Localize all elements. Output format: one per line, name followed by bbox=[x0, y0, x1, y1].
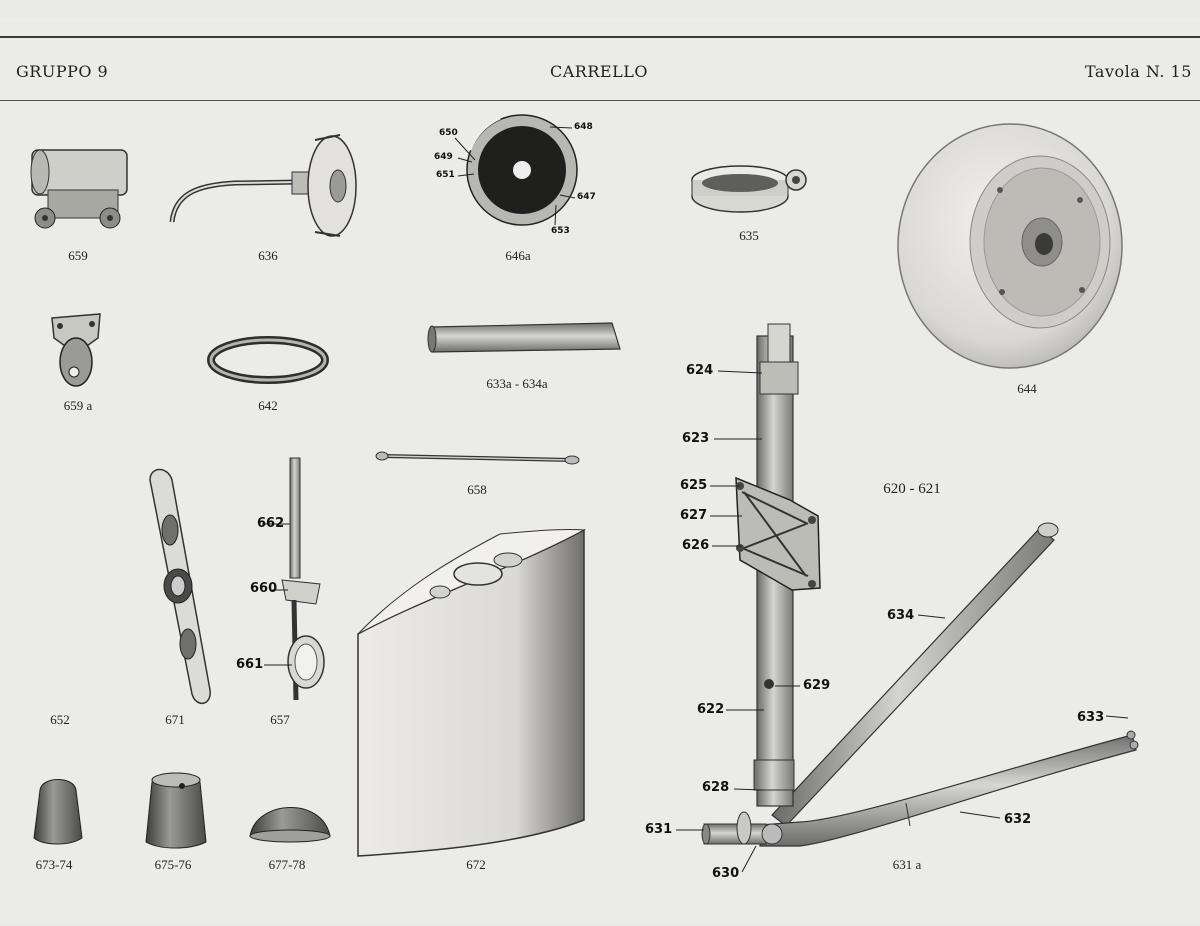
part-646a-brake-drum bbox=[454, 114, 578, 226]
caption-672: 672 bbox=[466, 857, 486, 872]
caption-652: 652 bbox=[50, 712, 70, 727]
caption-659a: 659 a bbox=[63, 398, 93, 413]
caption-675-76: 675-76 bbox=[154, 857, 192, 872]
callout-653: 653 bbox=[551, 226, 570, 236]
part-658-tie-rod bbox=[375, 451, 580, 465]
part-644-wheel bbox=[897, 123, 1123, 369]
part-633a-634a-sleeve bbox=[427, 322, 621, 353]
callout-661: 661 bbox=[236, 657, 264, 672]
part-672-tank bbox=[357, 528, 586, 857]
group-label: GRUPPO 9 bbox=[16, 62, 109, 81]
part-642-ring bbox=[207, 336, 329, 384]
callout-651: 651 bbox=[436, 170, 455, 180]
plate-number: Tavola N. 15 bbox=[1085, 62, 1192, 81]
callout-623: 623 bbox=[682, 431, 710, 446]
callout-660: 660 bbox=[250, 581, 278, 596]
callout-648: 648 bbox=[574, 122, 593, 132]
caption-677-78: 677-78 bbox=[268, 857, 306, 872]
callout-626: 626 bbox=[682, 538, 710, 553]
callout-627: 627 bbox=[680, 508, 708, 523]
part-635-clamp-ring bbox=[691, 165, 807, 213]
caption-658: 658 bbox=[467, 482, 487, 497]
caption-636: 636 bbox=[258, 248, 278, 263]
caption-671: 671 bbox=[165, 712, 185, 727]
plate-title: CARRELLO bbox=[550, 62, 648, 81]
callout-631: 631 bbox=[645, 822, 673, 837]
top-rule bbox=[0, 36, 1200, 38]
callout-634: 634 bbox=[887, 608, 915, 623]
callout-650: 650 bbox=[439, 128, 458, 138]
part-671-plate bbox=[149, 468, 211, 704]
caption-633a-634a: 633a - 634a bbox=[486, 376, 548, 391]
part-657-assembly bbox=[262, 457, 325, 701]
part-673-74-cap bbox=[33, 779, 83, 845]
callout-630: 630 bbox=[712, 866, 740, 881]
part-677-78-cap bbox=[249, 807, 331, 843]
caption-620-621: 620 - 621 bbox=[883, 481, 941, 497]
caption-646a: 646a bbox=[505, 248, 531, 263]
caption-642: 642 bbox=[258, 398, 278, 413]
caption-657: 657 bbox=[270, 712, 290, 727]
part-636-bracket bbox=[169, 134, 357, 237]
caption-659: 659 bbox=[68, 248, 88, 263]
part-659-pulley-block bbox=[30, 149, 128, 229]
callout-628: 628 bbox=[702, 780, 730, 795]
caption-673-74: 673-74 bbox=[35, 857, 73, 872]
callout-624: 624 bbox=[686, 363, 714, 378]
callout-647: 647 bbox=[577, 192, 596, 202]
part-659a-pulley bbox=[51, 313, 101, 387]
callout-662: 662 bbox=[257, 516, 285, 531]
caption-635: 635 bbox=[739, 228, 759, 243]
caption-631a: 631 a bbox=[892, 857, 922, 872]
caption-644: 644 bbox=[1017, 381, 1037, 396]
callout-633: 633 bbox=[1077, 710, 1105, 725]
callout-632: 632 bbox=[1004, 812, 1032, 827]
part-620-621-landing-gear-leg bbox=[676, 323, 1139, 873]
callout-625: 625 bbox=[680, 478, 708, 493]
header-rule bbox=[0, 100, 1200, 101]
callout-629: 629 bbox=[803, 678, 831, 693]
callout-622: 622 bbox=[697, 702, 725, 717]
part-675-76-cap bbox=[145, 772, 207, 849]
callout-649: 649 bbox=[434, 152, 453, 162]
